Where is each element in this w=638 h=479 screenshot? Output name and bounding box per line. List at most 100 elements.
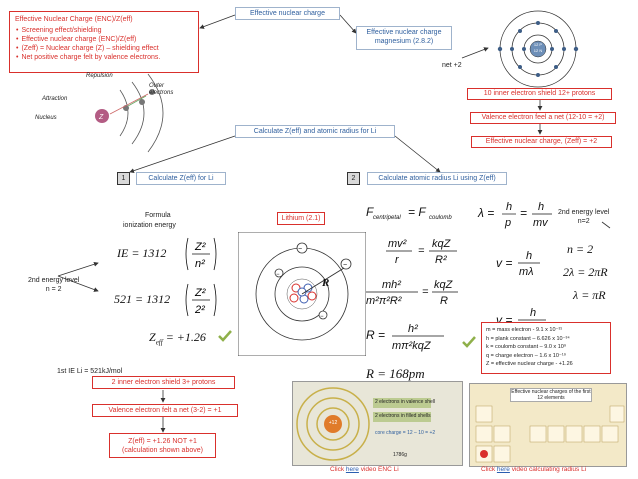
checkmark-icon <box>462 336 476 348</box>
section-2-label: Calculate atomic radius Li using Z(eff) <box>367 172 507 185</box>
svg-text:−: − <box>276 272 280 278</box>
mg-enc-label: Effective nuclear charge magnesium (2.8.… <box>356 26 452 50</box>
outer-electrons-label: Outer electrons <box>149 83 173 97</box>
svg-text:kqZ: kqZ <box>432 238 452 250</box>
enc-definition-box: Effective Nuclear Charge (ENC)/Z(eff) Sc… <box>9 11 199 73</box>
constant-line: h = plank constant – 6.626 x 10⁻³⁴ <box>486 335 570 342</box>
zeff-value: = +1.26 <box>165 330 206 344</box>
energy-level-2: 2nd energy level <box>558 209 610 216</box>
svg-text:mλ: mλ <box>519 266 534 278</box>
zeff-result: Zeff = +1.26 <box>149 330 206 346</box>
svg-text:Z²: Z² <box>194 241 206 253</box>
ie-equation: IE = 1312 <box>117 246 166 261</box>
link-prefix: Click <box>330 466 346 473</box>
svg-text:p: p <box>504 217 511 229</box>
svg-text:mv²: mv² <box>388 238 407 250</box>
mg-nucleus-p: 12 P <box>533 42 543 47</box>
svg-text:−: − <box>343 262 347 269</box>
formula-subtitle: ionization energy <box>123 222 176 229</box>
wavelength-equation-2: λ = πR <box>573 288 606 302</box>
svg-text:mv: mv <box>533 217 549 229</box>
constants-box: m = mass electron - 9.1 x 10⁻³¹ h = plan… <box>481 322 611 374</box>
svg-text:λ =: λ = <box>477 206 494 220</box>
video-thumbnail-radius[interactable]: Effective nuclear charges of the first 1… <box>469 383 627 467</box>
enc-thumbnail-figure <box>296 387 431 461</box>
link-here[interactable]: here <box>345 466 359 473</box>
radius-r-label: R <box>322 277 330 289</box>
svg-text:−: − <box>320 314 324 320</box>
mg-nucleus-n: 12 N <box>533 48 543 53</box>
video-thumbnail-enc[interactable]: +12 2 electrons in valence shell 2 elect… <box>292 381 463 466</box>
svg-text:Z: Z <box>98 114 104 121</box>
magnesium-atom-diagram <box>497 10 579 88</box>
ie-li-equation: 521 = 1312 <box>114 292 170 307</box>
svg-text:R =: R = <box>366 328 385 342</box>
link-prefix: Click <box>481 466 497 473</box>
lithium-label: Lithium (2.1) <box>277 212 325 225</box>
svg-text:h: h <box>538 201 544 213</box>
thumb-year: 1786g <box>393 452 407 458</box>
link-suffix: video calculating radius Li <box>509 466 587 473</box>
ie-li-fraction: Z² 2² <box>185 283 217 317</box>
repulsion-label: Repulsion <box>86 73 113 79</box>
formula-title: Formula <box>145 212 171 219</box>
svg-text:mh²: mh² <box>382 279 401 291</box>
li-step-shield: 2 inner electron shield 3+ protons <box>92 376 235 389</box>
svg-text:=: = <box>422 286 429 298</box>
shielding-illustration: Z <box>95 73 164 153</box>
thumb-nucleus-charge: +12 <box>328 420 338 426</box>
enc-bullet-list: Screening effect/shielding Effective nuc… <box>15 26 193 62</box>
lithium-atom-diagram: − − − − <box>238 232 366 356</box>
constant-line: q = charge electron – 1.6 x 10⁻¹⁹ <box>486 352 567 359</box>
section-2-number: 2 <box>347 172 360 185</box>
section-1-number: 1 <box>117 172 130 185</box>
checkmark-icon <box>218 330 232 342</box>
enc-bullet: Effective nuclear charge (ENC)/Z(eff) <box>21 35 193 44</box>
svg-text:kqZ: kqZ <box>434 279 454 291</box>
energy-level-label-1: 2nd energy level n = 2 <box>28 276 79 294</box>
video-link-enc[interactable]: Click here video ENC Li <box>330 466 399 473</box>
thumb-core: core charge = 12 – 10 = +2 <box>375 430 436 436</box>
svg-text:−: − <box>298 246 302 253</box>
video-link-radius[interactable]: Click here video calculating radius Li <box>481 466 586 473</box>
svg-text:h²: h² <box>408 323 418 335</box>
svg-text:m²π²R²: m²π²R² <box>366 295 402 307</box>
constant-line: Z = effective nuclear charge - +1.26 <box>486 361 573 367</box>
constant-line: m = mass electron - 9.1 x 10⁻³¹ <box>486 327 563 333</box>
svg-text:= F: = F <box>408 205 426 219</box>
li-header: Calculate Z(eff) and atomic radius for L… <box>235 125 395 138</box>
link-suffix: video ENC Li <box>358 466 399 473</box>
enc-bullet: (Zeff) = Nuclear charge (Z) – shielding … <box>21 44 193 53</box>
link-here[interactable]: here <box>496 466 510 473</box>
constant-line: k = coulomb constant – 9.0 x 10⁹ <box>486 344 567 350</box>
outer-word: Outer <box>149 83 165 89</box>
zeff-symbol: Zeff <box>149 330 163 347</box>
wavelength-equation-1: 2λ = 2πR <box>563 265 608 279</box>
mg-step-shield: 10 inner electron shield 12+ protons <box>467 88 612 100</box>
svg-text:Z²: Z² <box>194 287 206 299</box>
ie-fraction: Z² n² <box>185 237 217 271</box>
enc-bullet: Net positive charge felt by valence elec… <box>21 53 193 62</box>
thumb-line-2: 2 electrons in filled shells <box>375 413 431 419</box>
svg-text:R: R <box>440 295 448 307</box>
enc-title: Effective Nuclear Charge (ENC)/Z(eff) <box>15 16 133 23</box>
section-1-label: Calculate Z(eff) for Li <box>136 172 226 185</box>
svg-text:R²: R² <box>435 254 447 266</box>
energy-n-2: n=2 <box>577 218 590 225</box>
svg-text:centripetal: centripetal <box>373 215 401 221</box>
ie-equation-lhs: IE = 1312 <box>117 246 167 260</box>
svg-text:coulomb: coulomb <box>429 215 452 221</box>
nucleus-label: Nucleus <box>35 115 57 121</box>
energy-level-label-2: 2nd energy level n=2 <box>558 208 609 226</box>
svg-text:h: h <box>526 250 532 262</box>
svg-text:2²: 2² <box>194 304 205 316</box>
svg-text:v =: v = <box>496 256 512 270</box>
n-equation: n = 2 <box>567 242 594 256</box>
mg-step-zeff: Effective nuclear charge, (Zeff) = +2 <box>471 136 612 148</box>
ie-note: 1st IE Li = 521kJ/mol <box>57 368 123 375</box>
energy-n-1: n = 2 <box>45 286 62 293</box>
svg-text:n²: n² <box>195 258 205 270</box>
attraction-label: Attraction <box>42 96 68 102</box>
energy-level-1: 2nd energy level <box>28 277 80 284</box>
